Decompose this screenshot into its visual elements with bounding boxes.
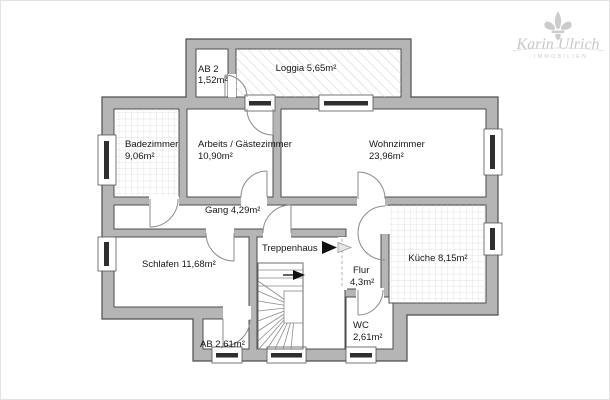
entry-arrow-icon [322,241,337,254]
fleur-de-lis-icon [544,11,572,41]
floor-patterns [114,49,486,303]
loggia-hatch [236,49,401,97]
badezimmer-tiles [114,109,179,197]
logo-tagline: IMMOBILIEN [534,54,588,60]
room-labels: AB 2 1,52m² Loggia 5,65m² Badezimmer 9,0… [125,63,468,350]
label-kueche: Küche 8,15m² [408,253,467,264]
room-arbeitszimmer [186,108,274,198]
label-badezimmer-area: 9,06m² [125,151,155,162]
room-ab2 [195,48,229,98]
window-treppenhaus-bottom [266,346,307,364]
label-arbeitszimmer: Arbeits / Gästezimmer [198,139,292,150]
room-wc [345,296,394,350]
door-schlafen [205,232,235,262]
label-gang: Gang 4,29m² [205,205,260,216]
entry-marker [322,239,353,288]
logo-name: Karin Ulrich [515,36,599,53]
doors [149,74,386,347]
window-loggia-arbeits [244,94,276,112]
door-loggia-arbeitszimmer [246,108,274,136]
window-kueche-right [483,222,503,256]
label-loggia: Loggia 5,65m² [276,63,337,74]
window-wohnzimmer-right [483,128,503,176]
label-ab2-area: 1,52m² [198,75,228,86]
door-wohnzimmer-flur [357,171,386,200]
door-kueche [357,205,386,261]
agency-logo: Karin Ulrich IMMOBILIEN [512,11,605,60]
entry-arrow-shadow-icon [337,241,353,254]
door-wc [357,289,384,316]
room-schlafen [113,236,250,308]
label-wc: WC [353,320,369,331]
label-ab2: AB 2 [198,64,219,75]
label-badezimmer: Badezimmer [125,139,178,150]
door-badezimmer [149,198,179,228]
kueche-tiles [389,205,486,303]
room-wohnzimmer [280,108,487,198]
door-arbeitszimmer [240,170,268,198]
logo-flourish [512,47,605,52]
window-badezimmer [97,134,117,186]
label-ab: AB 2,61m² [200,339,245,350]
window-wc-bottom [345,346,377,364]
door-ab2-loggia [224,74,248,98]
label-wc-area: 2,61m² [353,332,383,343]
door-gang-treppenhaus [262,204,292,234]
window-schlafen [97,236,117,272]
window-ab-bottom [211,346,243,364]
label-schlafen: Schlafen 11,68m² [142,259,216,270]
label-flur: Flur [353,265,369,276]
label-flur-area: 4,3m² [350,277,374,288]
label-wohnzimmer-area: 23,96m² [369,151,404,162]
room-treppenhaus [256,236,346,350]
staircase [257,262,305,350]
stair-well [283,290,304,324]
stair-outline [257,262,304,350]
stair-direction-arrow [283,270,305,280]
label-arbeitszimmer-area: 10,90m² [198,151,233,162]
window-loggia-wohnzimmer [318,94,374,112]
label-wohnzimmer: Wohnzimmer [369,139,425,150]
windows [97,94,503,364]
label-treppenhaus: Treppenhaus [262,243,318,254]
door-schlafen-ab [222,318,251,347]
